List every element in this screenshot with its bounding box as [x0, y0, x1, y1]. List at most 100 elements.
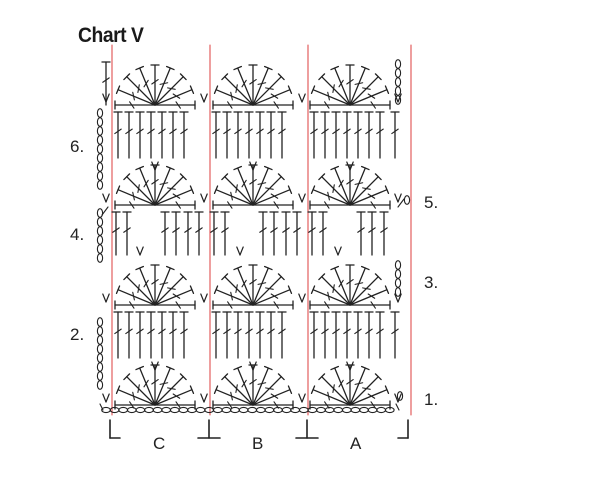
treble-crochet-icon	[252, 265, 273, 306]
chain-stitch-icon	[350, 406, 361, 414]
repeat-label-c: C	[153, 434, 166, 453]
fan-shell-icon	[309, 264, 391, 310]
treble-crochet-icon	[390, 311, 400, 359]
treble-crochet-icon	[154, 365, 175, 406]
treble-crochet-icon	[252, 100, 294, 110]
treble-crochet-icon	[115, 185, 156, 206]
chain-stitch-icon	[298, 406, 309, 414]
v-stitch-icon	[298, 293, 306, 303]
treble-crochet-icon	[258, 211, 268, 256]
v-stitch-icon	[200, 293, 208, 303]
treble-crochet-icon	[114, 200, 156, 210]
treble-crochet-icon	[307, 211, 317, 256]
treble-crochet-icon	[318, 73, 351, 106]
treble-crochet-icon	[113, 311, 123, 359]
treble-crochet-icon	[248, 164, 258, 206]
treble-crochet-icon	[113, 111, 123, 159]
chain-stitch-icon	[324, 406, 335, 414]
fan-shell-icon	[212, 264, 294, 310]
chain-stitch-icon	[212, 406, 223, 414]
row-number-2: 2.	[70, 325, 85, 344]
chain-stitch-icon	[316, 406, 326, 414]
chain-stitch-icon	[359, 406, 369, 414]
treble-crochet-icon	[154, 73, 187, 106]
treble-crochet-icon	[318, 273, 351, 306]
treble-crochet-icon	[221, 273, 254, 306]
chain-stitch-icon	[96, 326, 104, 336]
v-stitch-icon	[394, 93, 402, 103]
treble-crochet-icon	[233, 365, 254, 406]
treble-crochet-icon	[146, 111, 156, 159]
treble-crochet-icon	[349, 185, 390, 206]
treble-crochet-icon	[330, 65, 351, 106]
treble-crochet-icon	[114, 400, 156, 410]
chain-stitch-icon	[96, 362, 104, 372]
v-stitch-icon	[151, 361, 159, 371]
treble-crochet-icon	[154, 200, 196, 210]
chain-stitch-icon	[169, 406, 180, 414]
v-stitch-icon	[249, 361, 257, 371]
treble-crochet-icon	[320, 111, 330, 159]
treble-crochet-icon	[318, 373, 351, 406]
treble-crochet-icon	[255, 111, 265, 159]
treble-crochet-icon	[349, 100, 391, 110]
treble-crochet-icon	[212, 200, 254, 210]
chain-stitch-icon	[403, 195, 411, 205]
treble-crochet-icon	[124, 111, 134, 159]
treble-crochet-icon	[349, 200, 391, 210]
treble-crochet-icon	[349, 385, 390, 406]
treble-crochet-icon	[211, 311, 221, 359]
chain-stitch-icon	[96, 335, 104, 345]
chain-stitch-icon	[96, 353, 104, 363]
fan-shell-icon	[114, 64, 196, 110]
treble-crochet-icon	[330, 165, 351, 206]
chain-stitch-icon	[96, 244, 104, 254]
treble-crochet-icon	[220, 211, 230, 256]
treble-crochet-icon	[154, 400, 196, 410]
treble-crochet-icon	[114, 100, 156, 110]
treble-crochet-icon	[349, 85, 390, 106]
treble-crochet-icon	[154, 85, 195, 106]
chain-stitch-icon	[96, 108, 104, 118]
fan-shell-icon	[114, 264, 196, 310]
chain-stitch-icon	[96, 171, 104, 181]
treble-crochet-icon	[349, 365, 370, 406]
treble-crochet-icon	[135, 365, 156, 406]
treble-crochet-icon	[277, 311, 287, 359]
treble-crochet-icon	[171, 211, 181, 256]
treble-crochet-icon	[345, 364, 355, 406]
fan-shell-icon	[114, 164, 196, 210]
treble-crochet-icon	[292, 211, 302, 256]
chain-stitch-icon	[255, 406, 266, 414]
treble-crochet-icon	[101, 61, 111, 106]
treble-crochet-icon	[309, 200, 351, 210]
treble-crochet-icon	[209, 211, 219, 256]
treble-crochet-icon	[331, 311, 341, 359]
treble-crochet-icon	[160, 211, 170, 256]
treble-crochet-icon	[179, 111, 189, 159]
fan-shell-icon	[212, 164, 294, 210]
treble-crochet-icon	[233, 311, 243, 359]
chain-stitch-icon	[96, 217, 104, 227]
v-stitch-icon	[102, 393, 110, 403]
treble-crochet-icon	[310, 85, 351, 106]
treble-crochet-icon	[115, 285, 156, 306]
treble-crochet-icon	[277, 111, 287, 159]
chain-stitch-icon	[394, 68, 402, 78]
treble-crochet-icon	[179, 311, 189, 359]
repeat-label-a: A	[350, 434, 362, 453]
treble-crochet-icon	[281, 211, 291, 256]
treble-crochet-icon	[349, 165, 370, 206]
treble-crochet-icon	[367, 211, 377, 256]
treble-crochet-icon	[269, 211, 279, 256]
treble-crochet-icon	[244, 111, 254, 159]
chain-stitch-icon	[394, 287, 402, 297]
treble-crochet-icon	[168, 111, 178, 159]
treble-crochet-icon	[122, 211, 132, 256]
v-stitch-icon	[200, 193, 208, 203]
treble-crochet-icon	[252, 165, 273, 206]
chain-stitch-icon	[96, 117, 104, 127]
v-stitch-icon	[136, 246, 144, 256]
chain-stitch-icon	[394, 95, 402, 105]
